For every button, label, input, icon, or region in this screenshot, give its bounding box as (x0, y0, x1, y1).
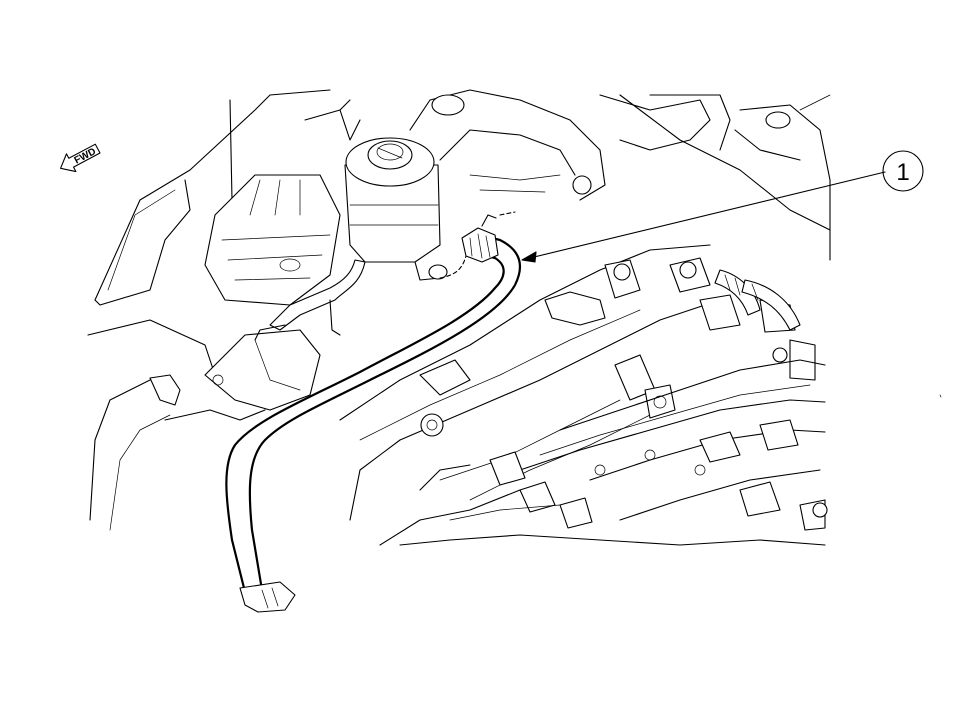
ignition-coils (604, 257, 816, 419)
engine-cover (339, 244, 721, 546)
stray-marks (939, 394, 942, 398)
fan-shroud (409, 89, 731, 201)
forward-direction-arrow: FWD (60, 143, 101, 173)
fwd-label: FWD (73, 146, 98, 166)
callout-1: 1 (521, 150, 924, 263)
cowl-structure (619, 94, 831, 261)
lower-engine-detail (399, 449, 826, 546)
power-distribution-box (204, 174, 341, 306)
intake-manifold (519, 347, 828, 531)
callout-1-label: 1 (896, 159, 909, 186)
reservoir-hose (269, 259, 448, 336)
wire-harness-dashed (439, 211, 516, 279)
upper-hoses (714, 269, 801, 331)
fender-outline (87, 89, 331, 531)
highlighted-hose (225, 214, 522, 613)
fluid-reservoir (304, 99, 441, 263)
mount-bracket (149, 324, 321, 421)
